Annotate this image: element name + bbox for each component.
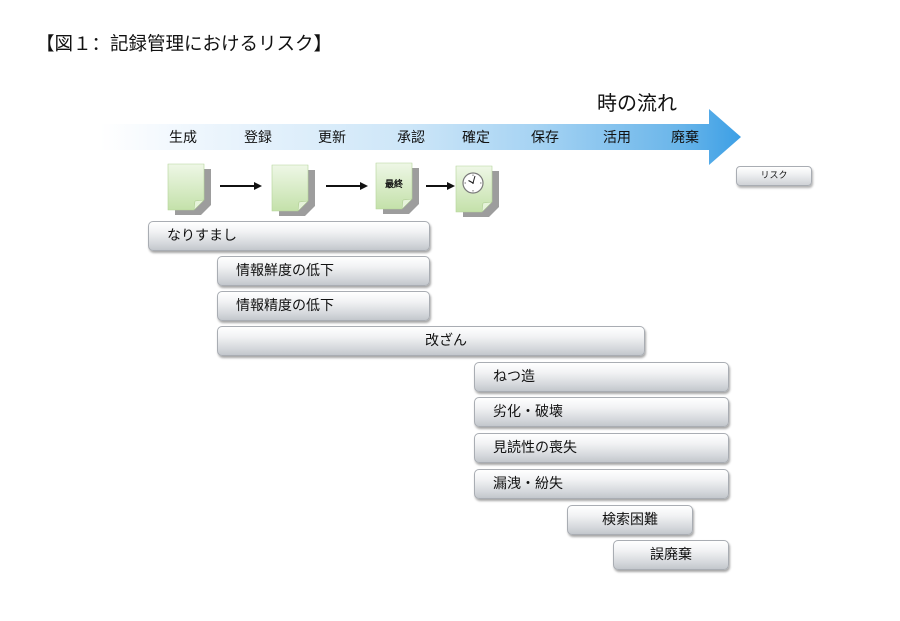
stage-label: 更新 xyxy=(318,130,346,146)
flow-arrow-icon xyxy=(220,182,262,190)
risk-bar: なりすまし xyxy=(148,221,430,251)
risk-bar: 検索困難 xyxy=(567,505,693,535)
stage-label: 生成 xyxy=(169,130,197,146)
risk-bar: 誤廃棄 xyxy=(613,540,729,570)
stage-label: 確定 xyxy=(462,130,490,146)
risk-bar: 改ざん xyxy=(217,326,645,356)
stage-label: 登録 xyxy=(244,130,272,146)
risk-bar: ねつ造 xyxy=(474,362,729,392)
timeline-arrow-icon xyxy=(100,109,741,165)
figure-title: 【図１：記録管理におけるリスク】 xyxy=(36,34,333,55)
stage-label: 活用 xyxy=(603,130,631,146)
clock-icon xyxy=(462,172,484,194)
document-icon xyxy=(167,163,211,215)
risk-bar: 劣化・破壊 xyxy=(474,397,729,427)
final-document-label: 最終 xyxy=(385,178,404,190)
stage-label: 保存 xyxy=(531,130,559,146)
risk-bar: 見読性の喪失 xyxy=(474,433,729,463)
risk-bar: 情報精度の低下 xyxy=(217,291,430,321)
final-document-icon: 最終 xyxy=(375,162,419,214)
risk-bar: 情報鮮度の低下 xyxy=(217,256,430,286)
flow-arrow-icon xyxy=(326,182,368,190)
stage-label: 廃棄 xyxy=(671,130,699,146)
time-flow-label: 時の流れ xyxy=(597,91,677,115)
stage-label: 承認 xyxy=(397,130,425,146)
document-icon xyxy=(271,164,315,216)
risk-legend: リスク xyxy=(736,166,812,186)
risk-bar: 漏洩・紛失 xyxy=(474,469,729,499)
document-clock-icon xyxy=(455,165,499,217)
flow-arrow-icon xyxy=(426,182,455,190)
